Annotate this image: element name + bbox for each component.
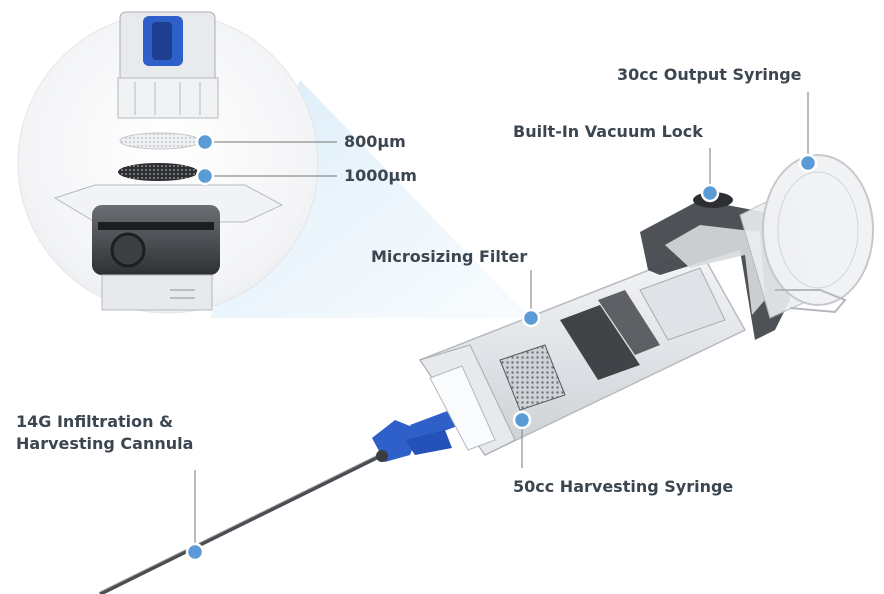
dot-output-syringe — [798, 153, 818, 173]
dot-800 — [195, 132, 215, 152]
blue-cannula-hub — [372, 410, 460, 462]
label-vacuum-lock: Built-In Vacuum Lock — [513, 122, 703, 141]
label-microsizing-filter: Microsizing Filter — [371, 247, 528, 266]
cannula-needle — [99, 450, 389, 594]
inset-zoom-circle — [17, 11, 319, 314]
output-syringe — [739, 154, 874, 319]
label-output-syringe: 30cc Output Syringe — [617, 65, 802, 84]
dot-1000 — [195, 166, 215, 186]
dot-vacuum-lock — [700, 183, 720, 203]
dot-harvesting-syringe — [512, 410, 532, 430]
label-cannula-line1: 14G Infiltration & — [16, 412, 174, 431]
harvesting-syringe-body — [418, 249, 747, 456]
callout-dots — [185, 132, 818, 562]
label-harvesting-syringe: 50cc Harvesting Syringe — [513, 477, 734, 496]
dot-cannula — [185, 542, 205, 562]
label-mesh-800: 800μm — [344, 132, 406, 151]
callout-lines — [194, 92, 809, 552]
label-mesh-1000: 1000μm — [344, 166, 417, 185]
label-cannula: 14G Infiltration & Harvesting Cannula — [16, 411, 216, 455]
dot-microsizing-filter — [521, 308, 541, 328]
label-cannula-line2: Harvesting Cannula — [16, 434, 194, 453]
